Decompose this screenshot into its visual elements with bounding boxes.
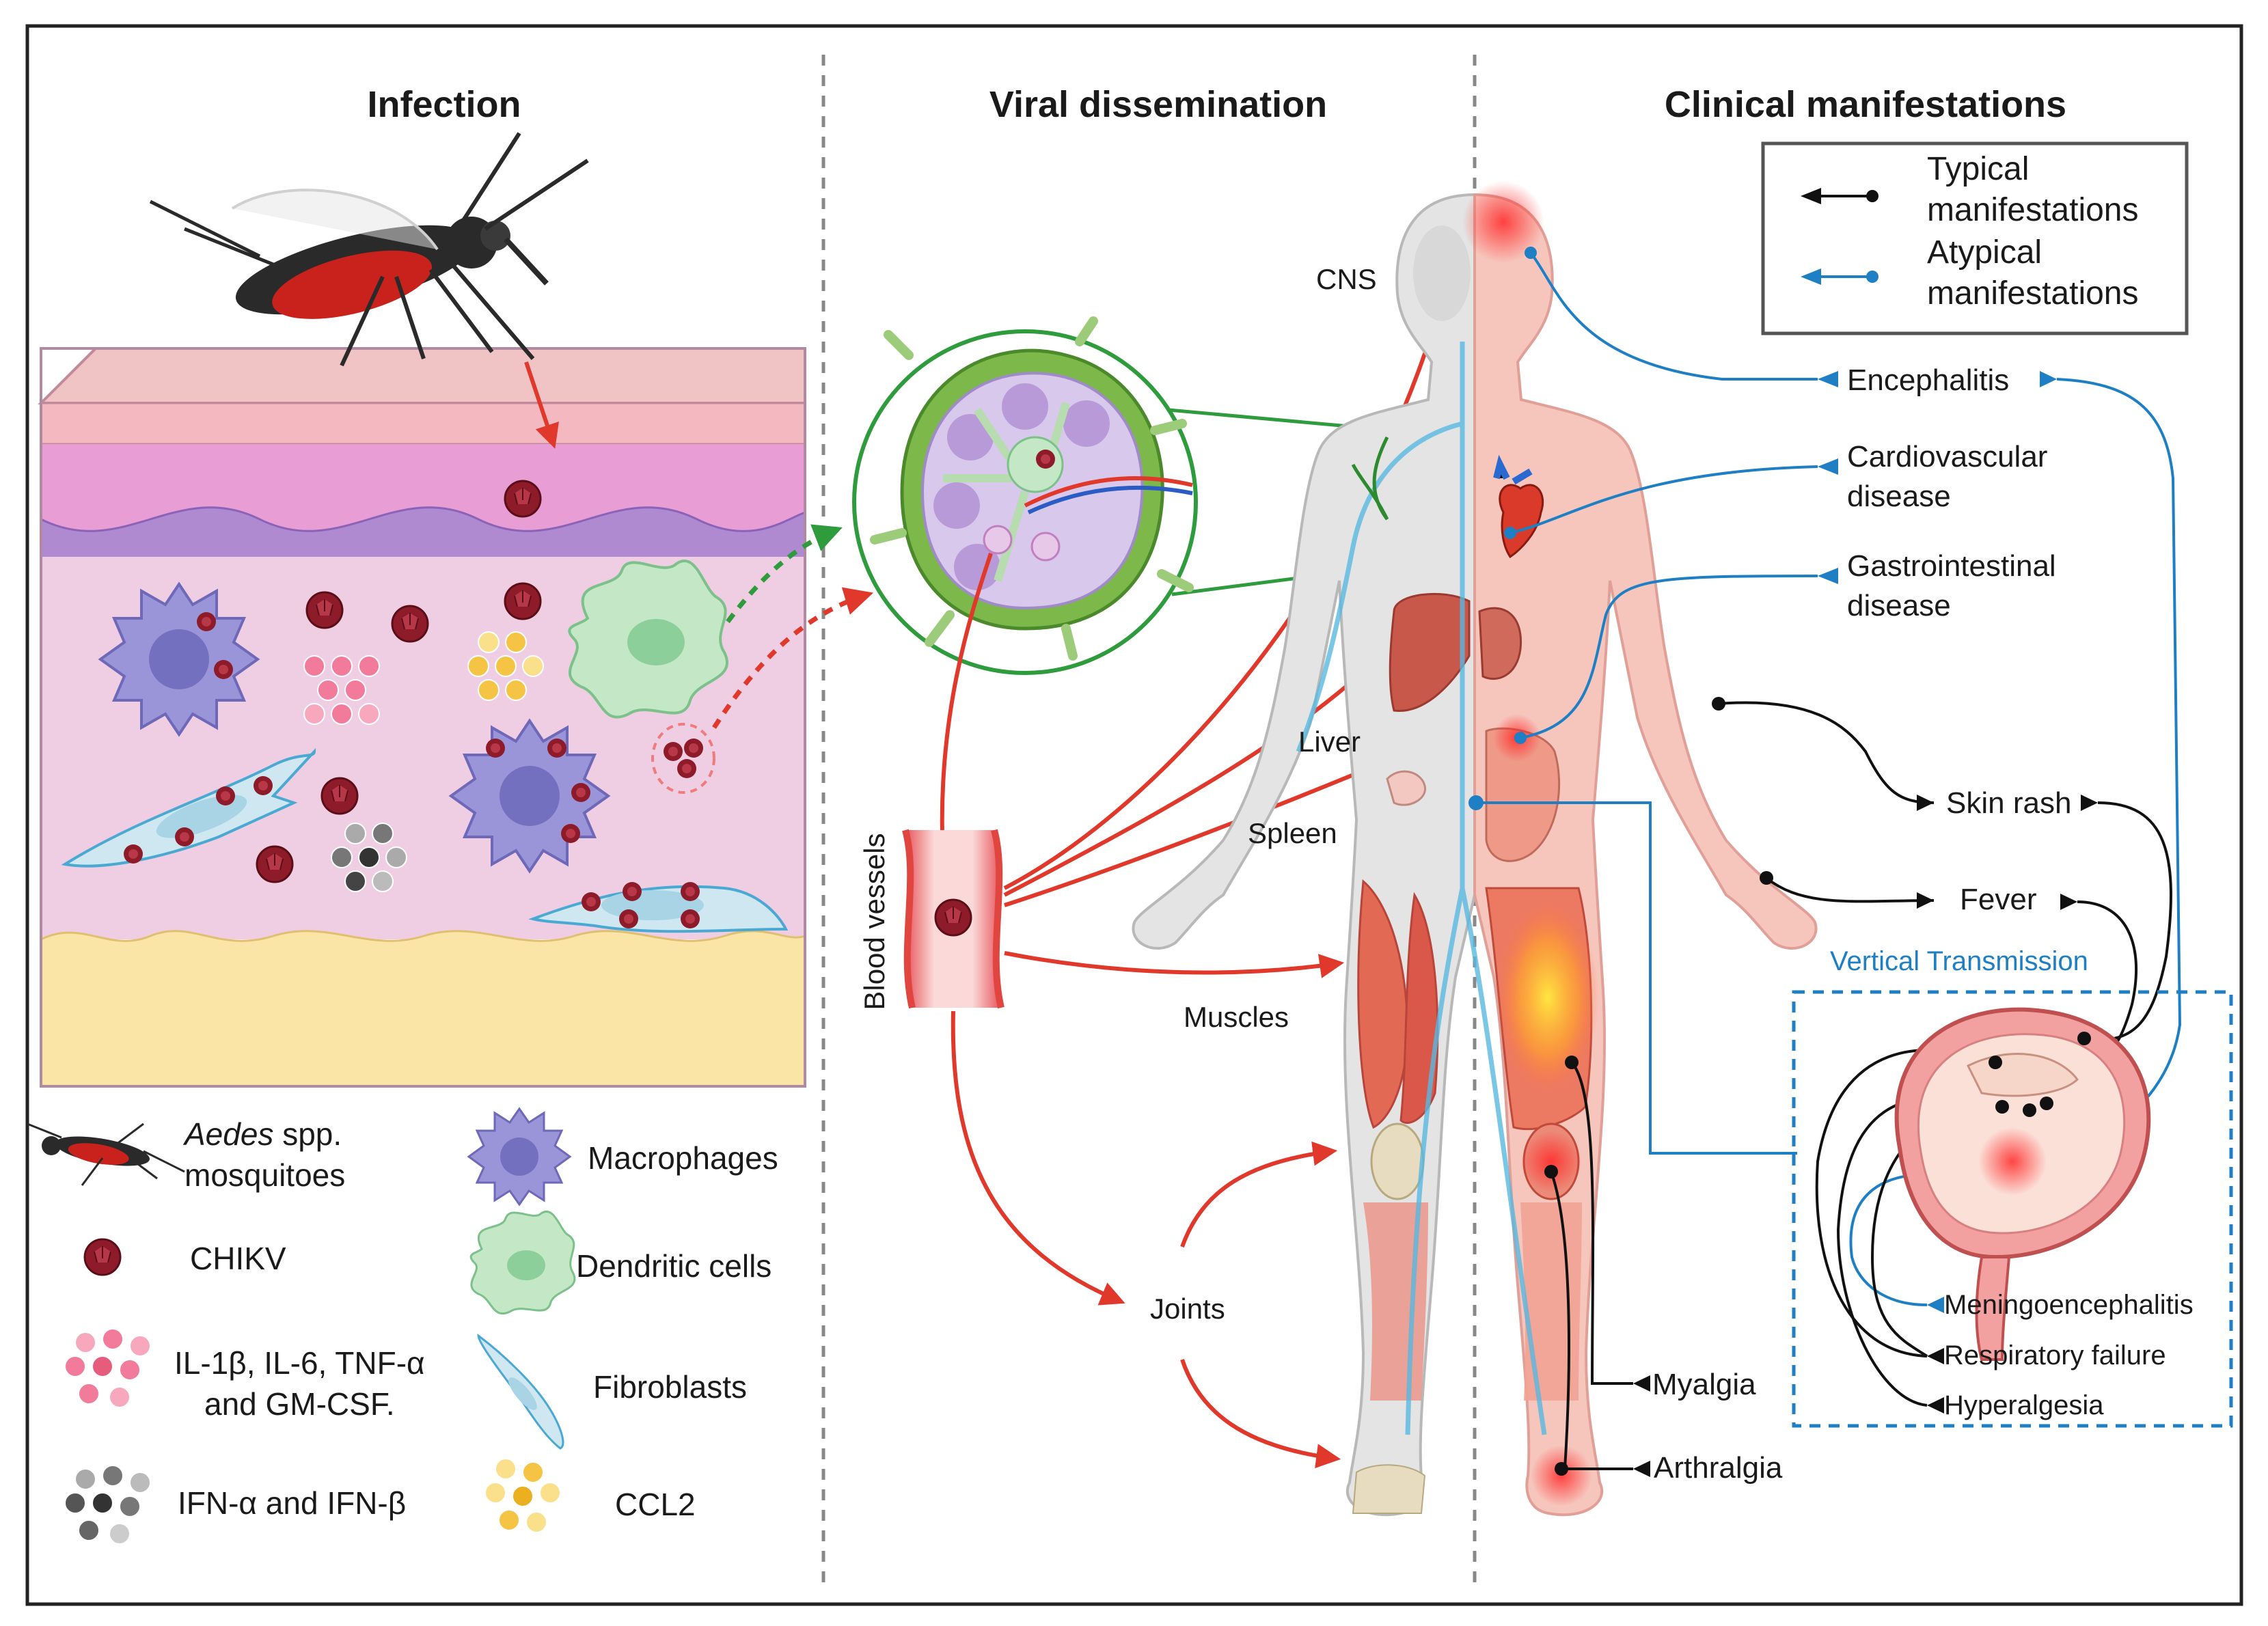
label-cns: CNS	[1316, 263, 1377, 295]
mosquito-large	[149, 132, 589, 367]
legend-cytokines-label: IL-1β, IL-6, TNF-α and GM-CSF.	[174, 1345, 425, 1422]
label-spleen: Spleen	[1248, 817, 1337, 849]
manif-gastrointestinal: Gastrointestinal disease	[1847, 549, 2056, 622]
ifn-cluster	[331, 823, 407, 892]
fibroblast-skin-2	[528, 882, 789, 933]
legend-fibroblasts-label: Fibroblasts	[593, 1369, 747, 1405]
manif-cardiovascular: Cardiovascular disease	[1847, 440, 2048, 513]
section-title-clinical: Clinical manifestations	[1664, 84, 2067, 125]
legend-chikv-label: CHIKV	[190, 1241, 286, 1276]
blood-vessel	[902, 829, 1005, 1009]
figure-frame	[25, 24, 2243, 1606]
key-atypical-label: Atypical manifestations	[1927, 234, 2139, 312]
macrophage-skin-2	[448, 718, 611, 874]
label-liver: Liver	[1298, 726, 1361, 758]
manif-meningoencephalitis: Meningoencephalitis	[1944, 1290, 2194, 1320]
arrow-dendritic-to-node	[726, 524, 843, 624]
subcutaneous-fat	[40, 930, 806, 1088]
manif-skin-rash: Skin rash	[1946, 786, 2072, 820]
label-joints: Joints	[1150, 1293, 1225, 1325]
manif-arthralgia: Arthralgia	[1654, 1451, 1783, 1485]
legend-mosquito-genus: Aedes	[185, 1116, 274, 1152]
arrow-node-to-vessel	[929, 553, 993, 863]
legend-dendritic	[469, 1211, 576, 1314]
key-typical-label: Typical manifestations	[1927, 151, 2139, 228]
legend-mosquito	[27, 1122, 185, 1186]
section-title-dissemination: Viral dissemination	[989, 84, 1328, 125]
legend-mosquito-spp: spp.	[273, 1116, 342, 1152]
arrow-virus-to-node	[712, 587, 874, 729]
legend-dendritic-label: Dendritic cells	[576, 1248, 772, 1284]
legend-mosquito-label: Aedes spp. mosquitoes	[185, 1114, 345, 1196]
legend-ccl2	[484, 1458, 561, 1533]
legend-macrophage	[467, 1107, 572, 1207]
cytokine-cluster-pink	[303, 655, 380, 725]
manif-fever: Fever	[1960, 883, 2037, 916]
label-blood-vessels: Blood vessels	[858, 833, 890, 1010]
vertical-transmission-box	[1792, 990, 2233, 1428]
virus-cluster-outline	[651, 723, 715, 794]
epidermis-wave	[40, 506, 806, 562]
macrophage-skin-1	[98, 581, 260, 737]
uterus	[1894, 1007, 2151, 1361]
legend-macrophages-label: Macrophages	[588, 1140, 778, 1176]
legend-cytokines	[64, 1328, 151, 1408]
ccl2-cluster	[467, 631, 544, 701]
legend-fibroblast	[477, 1333, 564, 1450]
legend-ifn	[64, 1465, 151, 1545]
fibroblast-skin-1	[61, 747, 316, 868]
manif-encephalitis: Encephalitis	[1847, 363, 2010, 397]
entry-arrow	[524, 361, 559, 449]
vertical-transmission-title: Vertical Transmission	[1830, 946, 2088, 976]
manifestation-key	[1761, 141, 2189, 335]
dendritic-skin	[568, 560, 728, 719]
legend-ccl2-label: CCL2	[615, 1487, 696, 1522]
manif-hyperalgesia: Hyperalgesia	[1944, 1390, 2104, 1420]
manif-myalgia: Myalgia	[1652, 1368, 1756, 1401]
label-muscles: Muscles	[1184, 1001, 1289, 1033]
manif-respiratory-failure: Respiratory failure	[1944, 1340, 2166, 1370]
lymph-node	[870, 316, 1194, 661]
legend-ifn-label: IFN-α and IFN-β	[178, 1485, 407, 1521]
human-body	[1132, 181, 1818, 1517]
section-title-infection: Infection	[367, 84, 521, 125]
legend-mosquito-line2: mosquitoes	[185, 1157, 346, 1193]
